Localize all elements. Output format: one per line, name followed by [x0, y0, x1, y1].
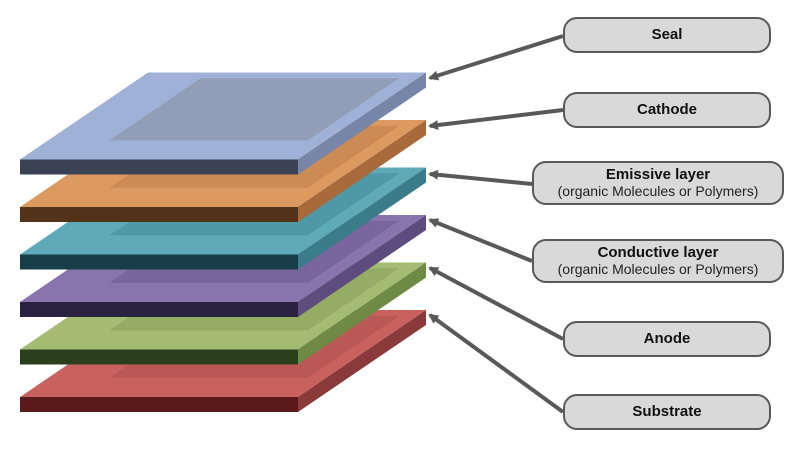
layer-conductive-front-face [20, 302, 298, 317]
label-substrate-title: Substrate [632, 402, 702, 420]
layer-emissive-front-face [20, 254, 298, 270]
label-emissive: Emissive layer (organic Molecules or Pol… [532, 161, 784, 205]
layer-stack [20, 72, 426, 412]
layer-seal-inner-panel [109, 78, 400, 141]
label-conductive: Conductive layer (organic Molecules or P… [532, 239, 784, 283]
label-cathode-title: Cathode [637, 100, 697, 118]
arrow-substrate [428, 313, 565, 414]
arrow-anode [428, 266, 564, 341]
layer-conductive-side-face [298, 215, 426, 317]
label-cathode: Cathode [563, 92, 771, 128]
arrow-emissive [428, 169, 533, 186]
layer-anode-side-face [298, 262, 426, 365]
layer-emissive-side-face [298, 167, 426, 270]
layer-seal [20, 72, 426, 175]
layer-seal-front-face [20, 159, 298, 175]
arrow-cathode [428, 108, 564, 131]
layer-seal-side-face [298, 72, 426, 175]
arrow-conductive [428, 218, 533, 263]
label-seal: Seal [563, 17, 771, 53]
label-conductive-subtitle: (organic Molecules or Polymers) [557, 260, 759, 277]
label-anode-title: Anode [643, 329, 691, 347]
layer-cathode-side-face [298, 120, 426, 222]
label-substrate: Substrate [563, 394, 771, 430]
label-conductive-title: Conductive layer [597, 243, 719, 261]
label-emissive-title: Emissive layer [605, 165, 711, 183]
label-emissive-subtitle: (organic Molecules or Polymers) [557, 182, 759, 199]
layer-anode-front-face [20, 349, 298, 365]
label-anode: Anode [563, 321, 771, 357]
layer-substrate-side-face [298, 310, 426, 412]
label-seal-title: Seal [651, 25, 683, 43]
layer-cathode-front-face [20, 207, 298, 222]
layer-substrate-front-face [20, 397, 298, 412]
pointer-arrows [428, 34, 565, 414]
arrow-seal [428, 34, 564, 81]
